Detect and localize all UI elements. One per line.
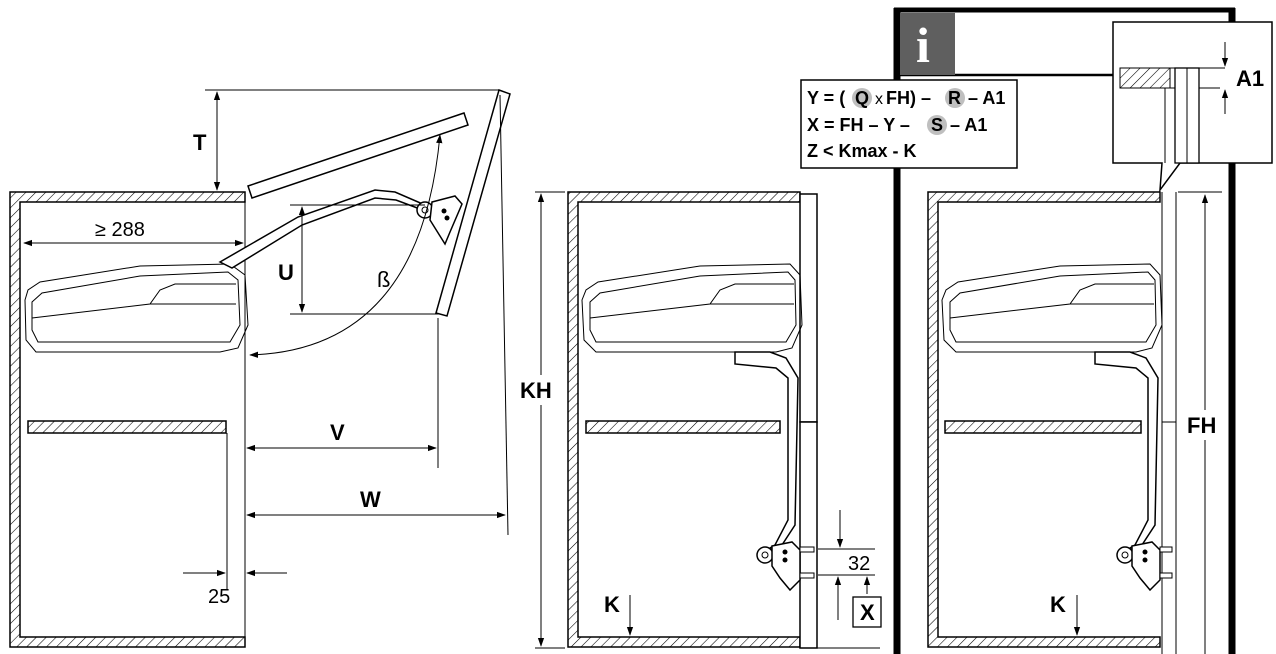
info-icon: i <box>916 17 930 73</box>
formula-times: x <box>875 91 883 108</box>
dim-A1-label: A1 <box>1236 66 1264 91</box>
dim-KH-label: KH <box>520 378 552 403</box>
dim-W-label: W <box>360 487 381 512</box>
mechanism-housing <box>24 263 249 353</box>
cabinet-walls-2 <box>567 191 801 648</box>
formula-R: R <box>948 88 961 108</box>
lift-arm-3 <box>1094 351 1159 549</box>
dim-V-label: V <box>330 420 345 445</box>
formula-line2-suffix: – A1 <box>950 115 987 135</box>
shelf <box>27 420 227 434</box>
formula-line1-suffix: – A1 <box>968 88 1005 108</box>
cabinet-walls <box>9 191 246 648</box>
mechanism-housing-3 <box>941 263 1163 353</box>
angle-arc <box>249 134 443 358</box>
detail-callout: A1 <box>1112 21 1273 193</box>
formula-line2-prefix: X = FH – Y – <box>807 115 910 135</box>
formula-line1-fh: FH) – <box>886 88 931 108</box>
flap-door-upper <box>799 193 818 423</box>
cabinet-closed-view: KH K 32 X <box>519 191 882 649</box>
dim-FH-label: FH <box>1187 413 1216 438</box>
info-badge <box>900 13 955 75</box>
formula-S: S <box>931 115 943 135</box>
cabinet-walls-3 <box>927 191 1161 648</box>
raised-flap <box>435 89 511 317</box>
dim-X-label: X <box>860 600 875 625</box>
mechanism-housing-2 <box>581 263 803 353</box>
shelf-3 <box>944 420 1142 434</box>
dim-32-label: 32 <box>848 553 870 575</box>
hinge-bracket-3 <box>1116 541 1173 592</box>
dim-T-label: T <box>193 130 207 155</box>
dim-K-label: K <box>604 592 620 617</box>
formula-box: Y = ( Q x FH) – R – A1 X = FH – Y – S – … <box>800 79 1018 169</box>
dim-K-label-2: K <box>1050 592 1066 617</box>
cabinet-open-view: T ≥ 288 U ß V W 25 <box>9 89 511 648</box>
angle-beta-label: ß <box>377 267 390 292</box>
dim-X-box <box>852 596 882 628</box>
dim-U-label: U <box>278 260 294 285</box>
dim-25-label: 25 <box>208 586 230 608</box>
lift-arm <box>218 189 430 269</box>
flap-door-lower <box>799 421 818 649</box>
shelf-2 <box>585 420 781 434</box>
formula-line1-prefix: Y = ( <box>807 88 845 108</box>
dim-min-depth-label: ≥ 288 <box>95 219 145 241</box>
formula-Q: Q <box>855 88 869 108</box>
hinge-bracket-2 <box>756 541 815 592</box>
lift-arm-2 <box>734 351 799 549</box>
formula-line3: Z < Kmax - K <box>807 141 917 161</box>
tilted-panel <box>247 112 469 199</box>
